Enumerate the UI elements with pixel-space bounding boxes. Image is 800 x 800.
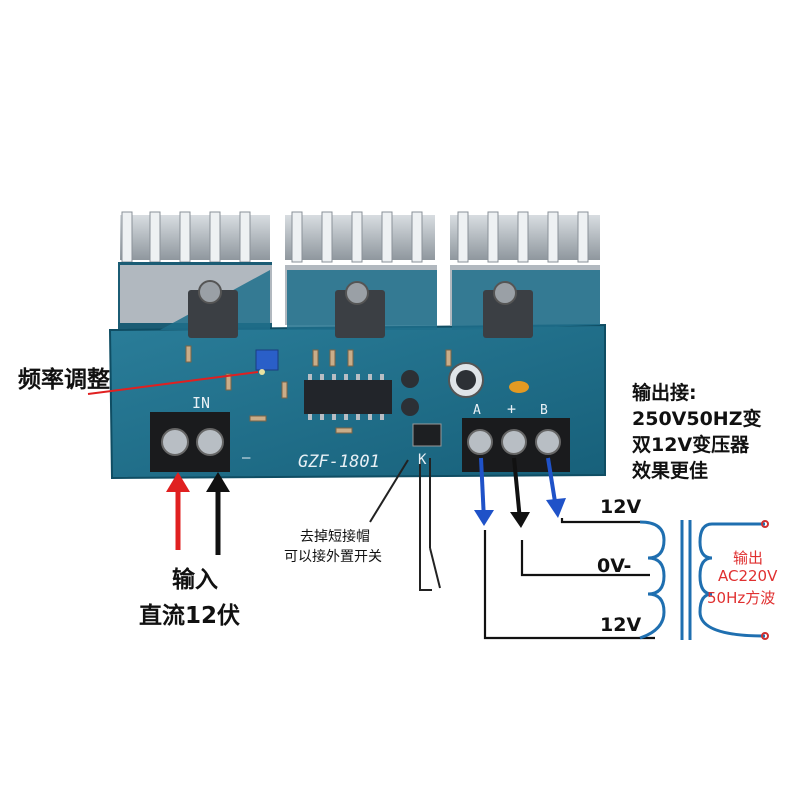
- output-wiring: [483, 518, 655, 640]
- board-minus-label: —: [242, 450, 251, 466]
- transformer-primary-coil: [639, 520, 666, 640]
- input-arrow-black: [206, 472, 230, 555]
- output-label-line1: 输出: [733, 549, 764, 567]
- transformer-core: [680, 520, 692, 640]
- output-label-line2: AC220V: [718, 567, 778, 585]
- output-info-line4: 效果更佳: [632, 460, 709, 482]
- capacitor-small: [401, 370, 419, 416]
- board-in-label: IN: [192, 394, 211, 412]
- potentiometer: [255, 349, 279, 375]
- output-info-line3: 双12V变压器: [632, 434, 750, 456]
- input-label-line1: 输入: [172, 567, 218, 593]
- resistors: [185, 345, 452, 434]
- board-k-label: K: [418, 452, 427, 468]
- output-terminal-top: [761, 520, 769, 528]
- output-info-line2: 250V50HZ变: [632, 408, 762, 430]
- transformer-secondary-coil: [698, 522, 766, 638]
- tap-top-label: 12V: [600, 496, 642, 518]
- switch-note-line1: 去掉短接帽: [300, 529, 370, 545]
- switch-wiring: [369, 458, 441, 591]
- terminal-a-label: A: [473, 403, 481, 418]
- output-label-line3: 50Hz方波: [707, 589, 776, 607]
- switch-note-line2: 可以接外置开关: [284, 549, 382, 565]
- transistor-middle: [335, 281, 385, 338]
- ic-chip: [304, 374, 392, 420]
- input-label-line2: 直流12伏: [139, 603, 241, 629]
- output-arrow-middle: [510, 457, 530, 528]
- input-terminal-block: [150, 412, 230, 472]
- tap-mid-label: 0V-: [597, 555, 632, 577]
- output-terminal-bottom: [761, 632, 769, 640]
- output-arrow-right: [546, 457, 566, 518]
- tantalum-capacitor: [509, 381, 529, 393]
- output-arrow-left: [474, 457, 494, 526]
- output-info-line1: 输出接:: [632, 382, 697, 404]
- terminal-plus-label: +: [507, 400, 517, 418]
- capacitor-large: [448, 362, 484, 398]
- freq-pointer: [87, 371, 259, 395]
- transistor-right: [483, 281, 533, 338]
- terminal-b-label: B: [540, 403, 548, 418]
- transistor-left: [188, 280, 238, 338]
- board-model-label: GZF-1801: [298, 452, 380, 472]
- freq-adjust-label: 频率调整: [18, 367, 110, 393]
- tap-bot-label: 12V: [600, 614, 642, 636]
- jumper-switch[interactable]: [412, 423, 442, 447]
- input-arrow-red: [166, 472, 190, 550]
